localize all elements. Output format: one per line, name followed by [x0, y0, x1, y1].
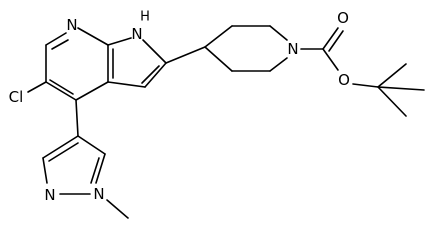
bond	[377, 63, 407, 88]
bond	[269, 25, 288, 41]
bond	[165, 46, 206, 64]
bond	[51, 39, 69, 50]
bond	[144, 62, 167, 88]
bond	[77, 27, 109, 46]
atom-label-n-pyrazole-2: N	[44, 186, 55, 204]
bond	[269, 57, 288, 72]
atom-label-cl: Cl	[9, 88, 24, 106]
boc-group	[300, 27, 425, 117]
bond	[27, 81, 47, 93]
bond	[48, 142, 79, 162]
atom-label-n-pyrazole-1: N	[93, 185, 104, 203]
bond	[75, 81, 109, 101]
bond	[204, 46, 233, 72]
bond	[42, 157, 48, 184]
bond	[107, 37, 132, 46]
bond	[95, 153, 106, 184]
pyrazole-ring	[42, 135, 106, 195]
bond	[77, 135, 106, 155]
bond	[322, 27, 339, 50]
atom-label-o-ester: O	[338, 71, 350, 89]
bond	[352, 83, 379, 88]
piperidine-ring	[204, 25, 288, 72]
atom-label-o-carbonyl: O	[337, 9, 349, 27]
atom-label-nh-h: H	[140, 10, 150, 25]
bond	[142, 39, 167, 64]
bond	[328, 30, 344, 52]
bond	[45, 32, 67, 46]
bond	[90, 157, 100, 184]
bond	[45, 81, 77, 101]
pyridine-ring	[45, 27, 114, 101]
atom-label-n-pyridine: N	[66, 16, 77, 34]
bond	[204, 25, 233, 48]
bond	[75, 99, 79, 137]
atom-label-n-piperidine: N	[287, 40, 298, 58]
pyrrole-ring	[107, 37, 167, 88]
bond	[141, 65, 160, 84]
chemical-structure: N H N N O O Cl N N	[9, 9, 425, 219]
bond	[377, 86, 407, 117]
bond	[49, 79, 74, 95]
bond	[107, 81, 146, 88]
atom-label-nh-n: N	[131, 25, 142, 43]
bond	[322, 48, 339, 71]
bond	[377, 86, 425, 91]
bond	[106, 199, 129, 219]
bond	[42, 135, 79, 159]
